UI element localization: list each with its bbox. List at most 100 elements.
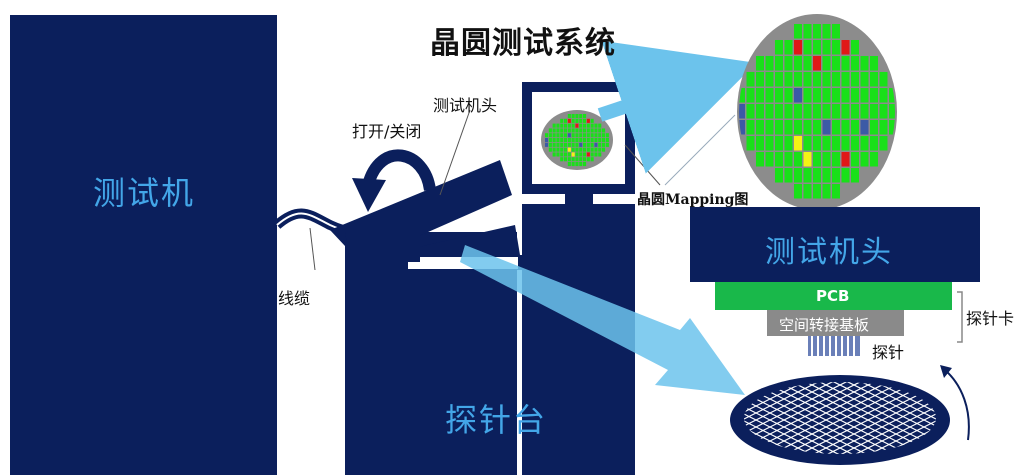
die-cell (602, 128, 606, 133)
die-cell (545, 133, 549, 138)
die-cell (598, 142, 602, 147)
die-cell (564, 147, 568, 152)
die-cell (851, 120, 859, 135)
die-cell (870, 72, 878, 87)
die-cell (552, 123, 556, 128)
die-cell (586, 133, 590, 138)
die-cell (803, 136, 812, 151)
wafer-grid-line (815, 382, 936, 454)
die-cell (813, 184, 821, 199)
die-cell (879, 88, 888, 103)
die-cell (598, 138, 602, 143)
die-cell (860, 56, 869, 71)
die-cell (803, 168, 812, 183)
open-close-arrow (362, 149, 436, 192)
die-cell (602, 147, 606, 152)
wafer-grid-line (744, 382, 823, 454)
die-cell (590, 142, 594, 147)
die-cell (784, 72, 793, 87)
die-cell (756, 56, 764, 71)
die-cell (851, 136, 859, 151)
die-cell (552, 152, 556, 157)
die-cell (567, 128, 571, 133)
die-cell (841, 168, 850, 183)
die-cell (860, 72, 869, 87)
die-cell (564, 133, 568, 138)
die-cell (602, 133, 606, 138)
die-cell (586, 142, 590, 147)
wafer-grid-line (759, 382, 921, 454)
die-cell (586, 157, 590, 162)
tester-label: 测试机 (93, 174, 196, 212)
die-cell (841, 136, 850, 151)
die-cell (879, 104, 888, 119)
die-cell (765, 136, 774, 151)
die-cell (575, 138, 579, 143)
die-cell (813, 104, 821, 119)
tester-cabinet (10, 15, 277, 475)
die-cell (870, 88, 878, 103)
die-cell (594, 133, 598, 138)
die-cell (794, 104, 802, 119)
die-cell (548, 147, 552, 152)
die-cell (598, 133, 602, 138)
die-cell (583, 157, 587, 162)
prober-label: 探针台 (445, 401, 548, 439)
die-cell (841, 104, 850, 119)
die-cell (832, 120, 840, 135)
die-cell (579, 118, 583, 123)
die-cell (579, 114, 583, 119)
die-cell (784, 104, 793, 119)
die-cell (579, 162, 583, 167)
die-cell (590, 147, 594, 152)
die-cell (564, 123, 568, 128)
die-cell (803, 104, 812, 119)
die-cell (567, 114, 571, 119)
die-cell (575, 114, 579, 119)
die-cell (548, 133, 552, 138)
die-cell (851, 56, 859, 71)
die-cell (851, 152, 859, 167)
die-cell (564, 118, 568, 123)
die-cell (560, 157, 564, 162)
die-cell (575, 157, 579, 162)
die-cell (556, 123, 560, 128)
die-cell (594, 142, 598, 147)
die-cell (560, 142, 564, 147)
die-cell (594, 152, 598, 157)
wafer-grid-line (744, 382, 851, 454)
die-cell (579, 128, 583, 133)
die-cell (822, 168, 831, 183)
die-cell (870, 120, 878, 135)
die-cell (548, 138, 552, 143)
cable-label: 线缆 (278, 289, 311, 308)
die-cell (822, 136, 831, 151)
die-cell (564, 157, 568, 162)
die-cell (803, 24, 812, 39)
die-cell (556, 133, 560, 138)
die-cell (794, 136, 802, 151)
die-cell (746, 136, 755, 151)
die-cell (794, 184, 802, 199)
die-cell (813, 40, 821, 55)
wafer-grid-line (857, 382, 936, 454)
die-cell (590, 152, 594, 157)
die-cell (583, 123, 587, 128)
die-cell (575, 133, 579, 138)
die-cell (879, 136, 888, 151)
die-cell (567, 147, 571, 152)
die-cell (579, 142, 583, 147)
die-cell (822, 24, 831, 39)
die-cell (586, 118, 590, 123)
die-cell (556, 128, 560, 133)
wafer-grid-line (829, 382, 936, 454)
die-cell (784, 136, 793, 151)
die-cell (583, 152, 587, 157)
die-cell (602, 142, 606, 147)
die-cell (832, 184, 840, 199)
die-cell (579, 157, 583, 162)
die-cell (784, 168, 793, 183)
die-cell (775, 104, 783, 119)
die-cell (571, 138, 575, 143)
die-cell (851, 88, 859, 103)
